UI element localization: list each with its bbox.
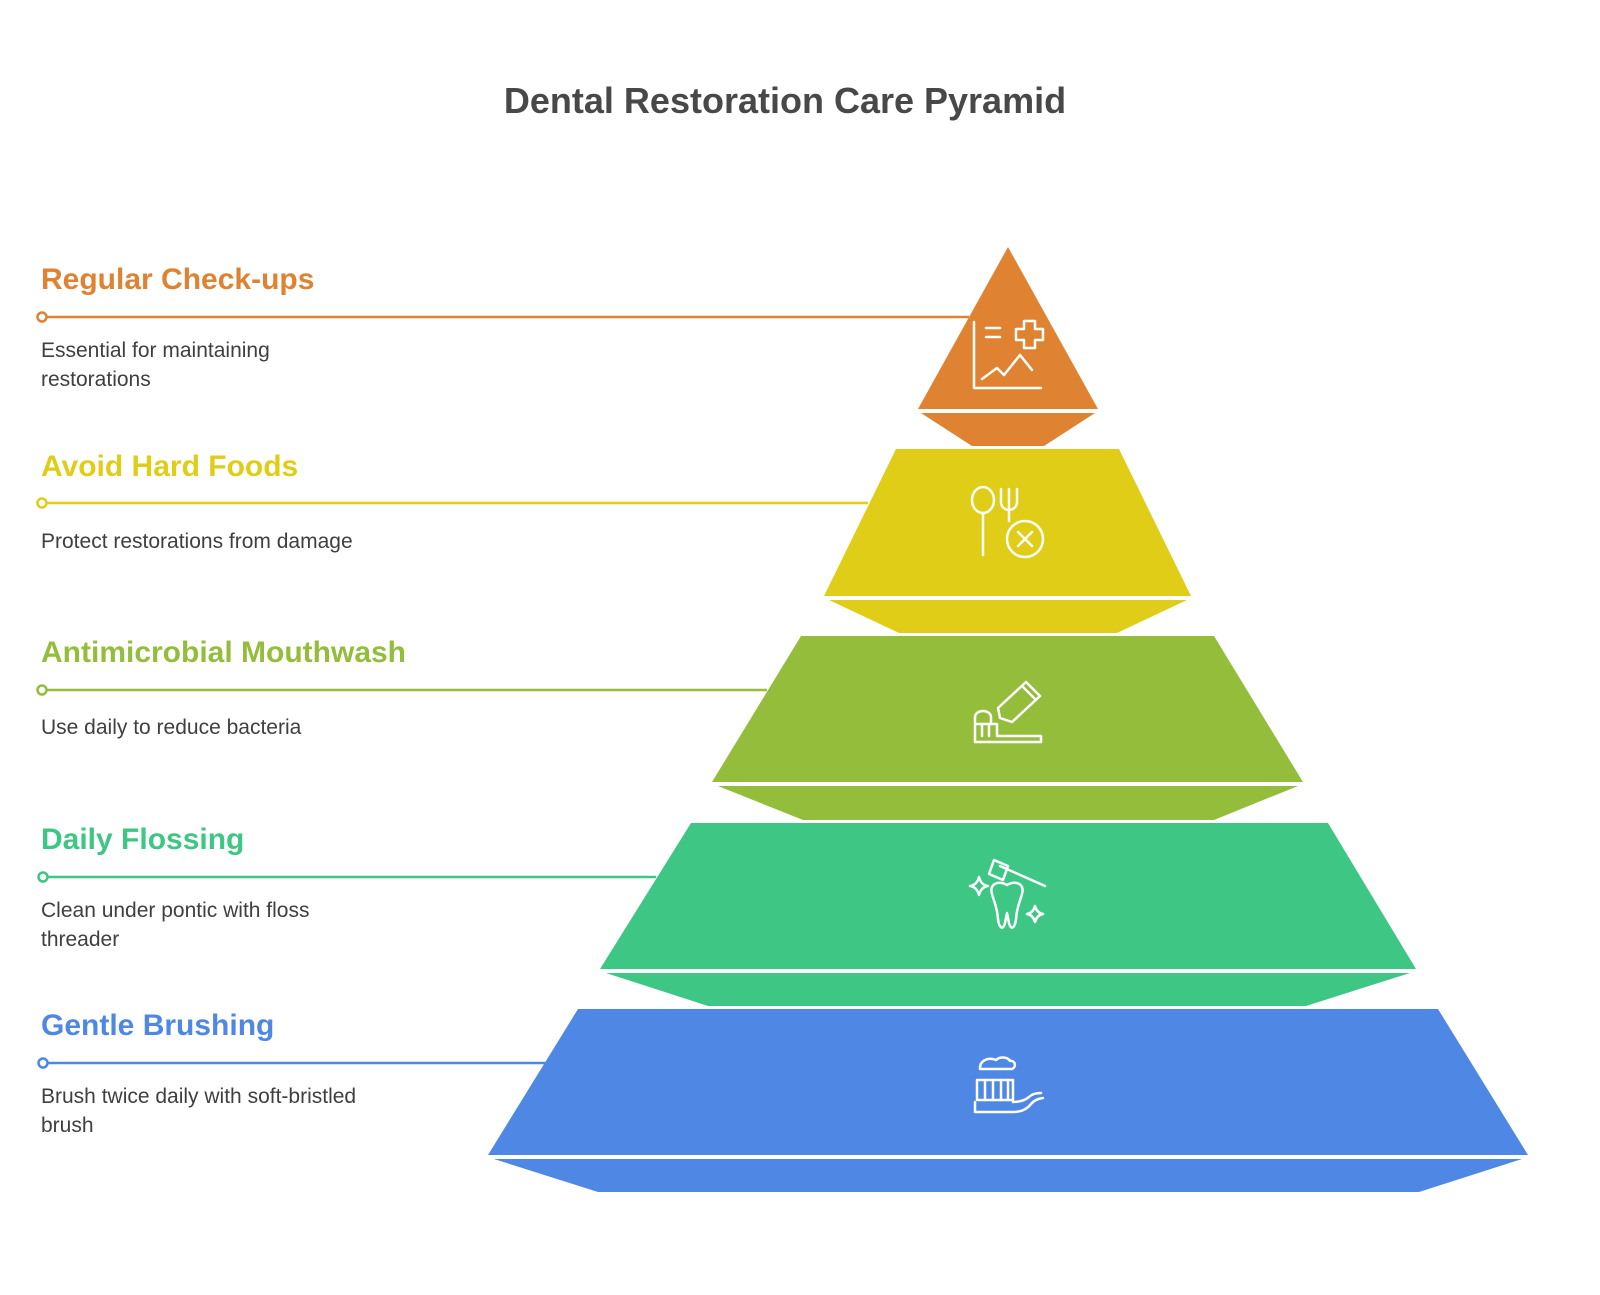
toothpaste-icon — [973, 680, 1043, 744]
page-title: Dental Restoration Care Pyramid — [503, 80, 1067, 121]
pyramid-level-1 — [36, 247, 1098, 446]
level-1-base — [921, 413, 1095, 446]
level-2-dot — [36, 497, 48, 509]
level-3-description: Use daily to reduce bacteria — [41, 716, 302, 739]
pyramid-level-2 — [36, 449, 1191, 633]
pyramid-level-4 — [37, 823, 1416, 1006]
level-4-base — [606, 973, 1410, 1006]
level-4-label: Daily Flossing — [41, 823, 245, 856]
level-5-base — [494, 1159, 1522, 1192]
level-2-label: Avoid Hard Foods — [41, 450, 299, 483]
health-chart-icon — [972, 319, 1045, 390]
toothbrush-icon — [973, 1056, 1045, 1114]
no-utensils-icon — [970, 485, 1045, 559]
level-1-dot — [36, 311, 48, 323]
pyramid-level-3 — [36, 636, 1303, 820]
level-4-face — [600, 823, 1416, 969]
level-2-face — [824, 449, 1191, 596]
level-1-label: Regular Check-ups — [41, 263, 315, 296]
pyramid-level-5 — [37, 1009, 1528, 1192]
level-3-dot — [36, 684, 48, 696]
level-4-dot — [37, 871, 49, 883]
level-3-label: Antimicrobial Mouthwash — [41, 636, 407, 669]
level-3-base — [718, 786, 1298, 820]
level-2-description: Protect restorations from damage — [41, 530, 353, 553]
clean-tooth-icon — [968, 858, 1047, 929]
level-3-face — [712, 636, 1303, 782]
level-2-base — [829, 600, 1187, 633]
level-5-label: Gentle Brushing — [41, 1009, 275, 1042]
level-5-dot — [37, 1057, 49, 1069]
level-1-face — [918, 247, 1098, 409]
